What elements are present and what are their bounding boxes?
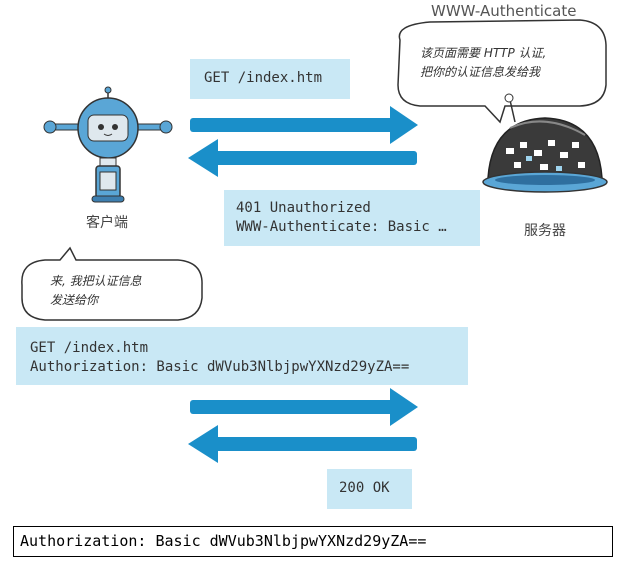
www-authenticate-header-label: WWW-Authenticate: [431, 2, 577, 20]
client-bubble-line-1: 来, 我把认证信息: [50, 274, 142, 288]
server-speech-bubble: [397, 19, 607, 124]
response-1-box: 401 Unauthorized WWW-Authenticate: Basic…: [224, 190, 480, 246]
arrow-response-1: [188, 139, 417, 177]
response-1-line-1: 401 Unauthorized: [236, 200, 371, 216]
request-2-line-2: Authorization: Basic dWVub3NlbjpwYXNzd29…: [30, 359, 410, 375]
server-bubble-line-2: 把你的认证信息发给我: [420, 65, 541, 79]
arrow-response-2: [188, 425, 417, 463]
server-label: 服务器: [524, 223, 566, 239]
client-bubble-text: 来, 我把认证信息 发送给你: [50, 272, 200, 310]
arrow-request-2: [190, 388, 418, 426]
arrow-request-1: [190, 106, 418, 144]
request-2-box: GET /index.htm Authorization: Basic dWVu…: [16, 327, 468, 385]
response-2-box: 200 OK: [327, 469, 412, 509]
response-2-line-1: 200 OK: [339, 480, 390, 496]
request-2-line-1: GET /index.htm: [30, 340, 149, 356]
client-label: 客户端: [86, 215, 128, 231]
server-robot-icon: [482, 93, 608, 193]
client-robot-icon: [43, 86, 173, 203]
authorization-caption: Authorization: Basic dWVub3NlbjpwYXNzd29…: [13, 526, 613, 557]
request-1-box: GET /index.htm: [190, 59, 350, 99]
server-bubble-text: 该页面需要 HTTP 认证, 把你的认证信息发给我: [420, 44, 600, 82]
server-bubble-line-1: 该页面需要 HTTP 认证,: [420, 46, 547, 60]
response-1-line-2: WWW-Authenticate: Basic …: [236, 219, 447, 235]
client-bubble-line-2: 发送给你: [50, 293, 99, 307]
request-1-line-1: GET /index.htm: [204, 70, 323, 86]
client-speech-bubble: [21, 246, 203, 321]
